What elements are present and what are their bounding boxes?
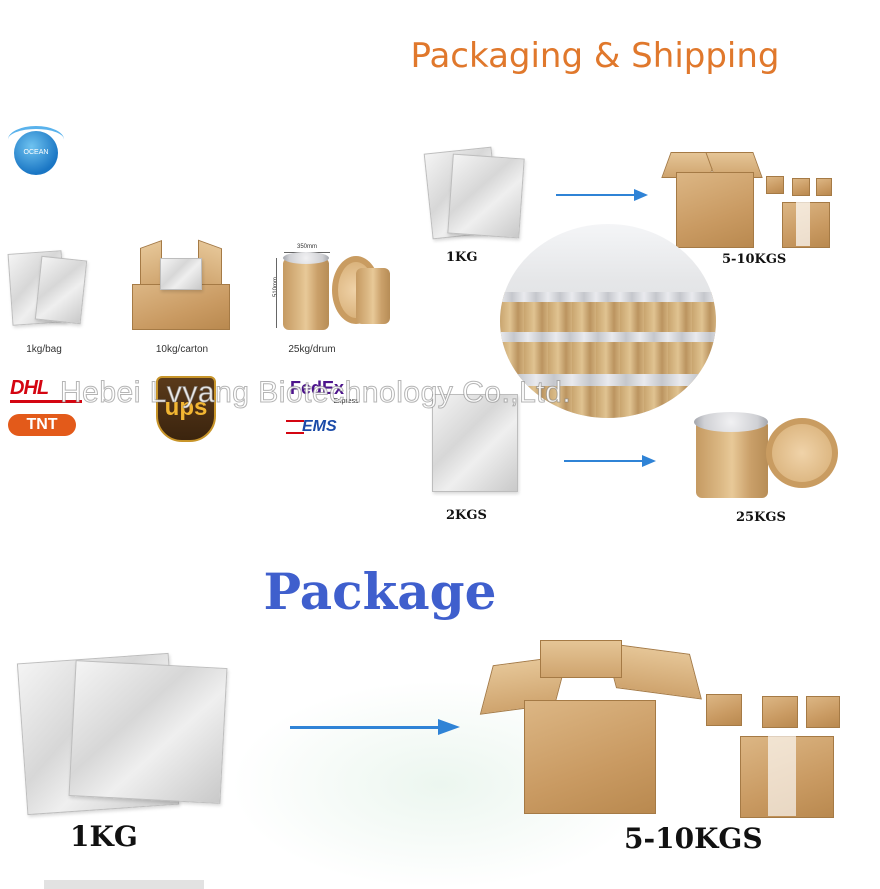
- tnt-logo-badge: [8, 414, 76, 436]
- drum-lid: [283, 252, 329, 264]
- package-taped-box-tape: [768, 736, 796, 816]
- product-carton-image: [132, 284, 230, 330]
- flow-bottom-from-label: 2KGS: [446, 508, 487, 523]
- flow-drum-image: [696, 420, 768, 498]
- fedex-logo: FedEx: [290, 378, 345, 398]
- flow-bag-image-back: [447, 153, 525, 239]
- package-bag-image: [68, 660, 228, 804]
- tnt-logo: TNT: [26, 416, 58, 433]
- package-large-box: [524, 700, 656, 814]
- flow-large-box: [676, 172, 754, 248]
- dhl-logo: DHL: [10, 377, 49, 399]
- package-arrow: [290, 726, 440, 729]
- flow-top-to-label: 5-10KGS: [722, 252, 787, 267]
- flow-small-box: [766, 176, 784, 194]
- package-box-flap-back: [540, 640, 622, 678]
- product-label: 10kg/carton: [155, 344, 209, 355]
- flow-top-arrow-head: [634, 189, 648, 201]
- package-to-label: 5-10KGS: [624, 822, 763, 855]
- warehouse-photo: [500, 224, 716, 418]
- fedex-subtitle: Express: [333, 398, 359, 405]
- page-title: Packaging & Shipping: [410, 36, 780, 76]
- flow-small-box: [792, 178, 810, 196]
- package-small-box: [706, 694, 742, 726]
- flow-drum-lid: [694, 412, 768, 432]
- product-drum-image: [283, 258, 329, 330]
- company-watermark: Hebei Lvyang Biotechnology Co.,Ltd.: [60, 376, 572, 410]
- package-small-box: [806, 696, 840, 728]
- flow-taped-box-tape: [796, 202, 810, 246]
- flow-drum-open-image: [766, 418, 838, 488]
- product-label: 25kg/drum: [288, 344, 336, 355]
- product-bag-image-back: [34, 255, 88, 325]
- carton-inner-bag: [160, 258, 202, 290]
- ems-stripes: [286, 420, 304, 434]
- product-label: 1kg/bag: [26, 344, 62, 355]
- package-title: Package: [263, 562, 497, 621]
- logo-swoosh: [8, 126, 64, 153]
- ups-logo: ups: [164, 394, 208, 421]
- ocean-logo: OCEAN: [14, 131, 58, 175]
- drum-width-dimension: 350mm: [296, 244, 317, 250]
- flow-bottom-to-label: 25KGS: [736, 510, 786, 525]
- drum-body-open: [356, 268, 390, 324]
- drum-height-line: [276, 258, 277, 328]
- package-arrow-head: [438, 719, 460, 735]
- ems-logo: EMS: [302, 418, 337, 435]
- bottom-cropped-bag: [44, 880, 204, 889]
- flow-bottom-arrow-head: [642, 455, 656, 467]
- flow-top-arrow: [556, 194, 636, 196]
- flow-top-from-label: 1KG: [446, 250, 478, 265]
- dhl-underline: [10, 400, 82, 403]
- package-small-box: [762, 696, 798, 728]
- flow-small-box: [816, 178, 832, 196]
- flow-bottom-arrow: [564, 460, 644, 462]
- flow-2kg-bag-image: [432, 394, 518, 492]
- ups-shield: [156, 376, 216, 442]
- package-from-label: 1KG: [70, 820, 138, 853]
